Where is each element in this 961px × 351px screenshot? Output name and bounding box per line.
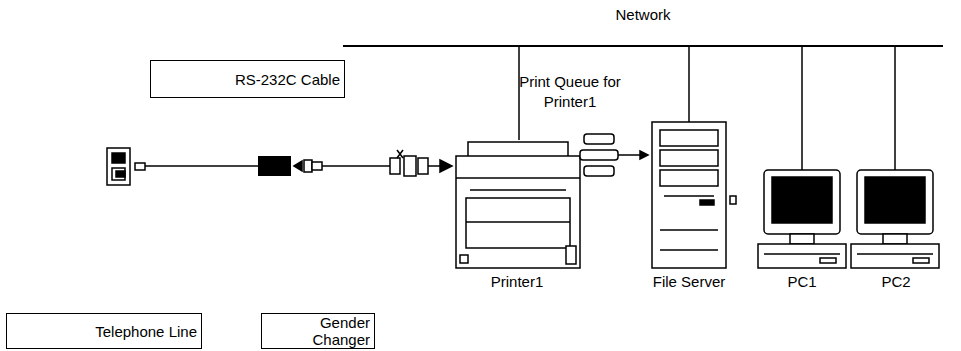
network-bus: Network: [343, 6, 943, 47]
callout-box: RS-232C Cable: [150, 60, 345, 98]
modem: [258, 156, 291, 176]
pc-illustration: [758, 170, 846, 268]
pc: PC2: [846, 170, 946, 290]
telephone-wire: [145, 165, 258, 167]
callout-box: Telephone Line: [6, 313, 202, 349]
node-label: Network: [615, 6, 670, 23]
callout-box: Gender Changer: [261, 313, 375, 349]
node-label: Telephone Line: [95, 323, 197, 340]
file-server: File Server: [644, 122, 734, 290]
node-label: File Server: [653, 273, 726, 290]
print-queue-icon: [580, 134, 648, 176]
rs232c-cable: [322, 165, 390, 167]
printer-illustration: [456, 142, 580, 268]
file-server-illustration: [652, 122, 736, 268]
printer: Printer1: [452, 140, 582, 290]
pc-illustration: [851, 170, 939, 268]
node-label: RS-232C Cable: [235, 71, 340, 88]
node-label: Printer1: [491, 273, 544, 290]
phone-jack: [107, 148, 145, 185]
gender-changer: [390, 150, 452, 176]
serial-plug: [294, 160, 322, 172]
pc: PC1: [752, 170, 852, 290]
network-drop: [894, 47, 896, 170]
network-drop: [801, 47, 803, 170]
network-drop: [518, 47, 520, 140]
queue-label: Print Queue for Printer1: [500, 72, 640, 112]
node-label: Gender Changer: [266, 314, 370, 348]
node-label: PC1: [787, 273, 816, 290]
node-label: PC2: [881, 273, 910, 290]
network-drop: [688, 47, 690, 122]
